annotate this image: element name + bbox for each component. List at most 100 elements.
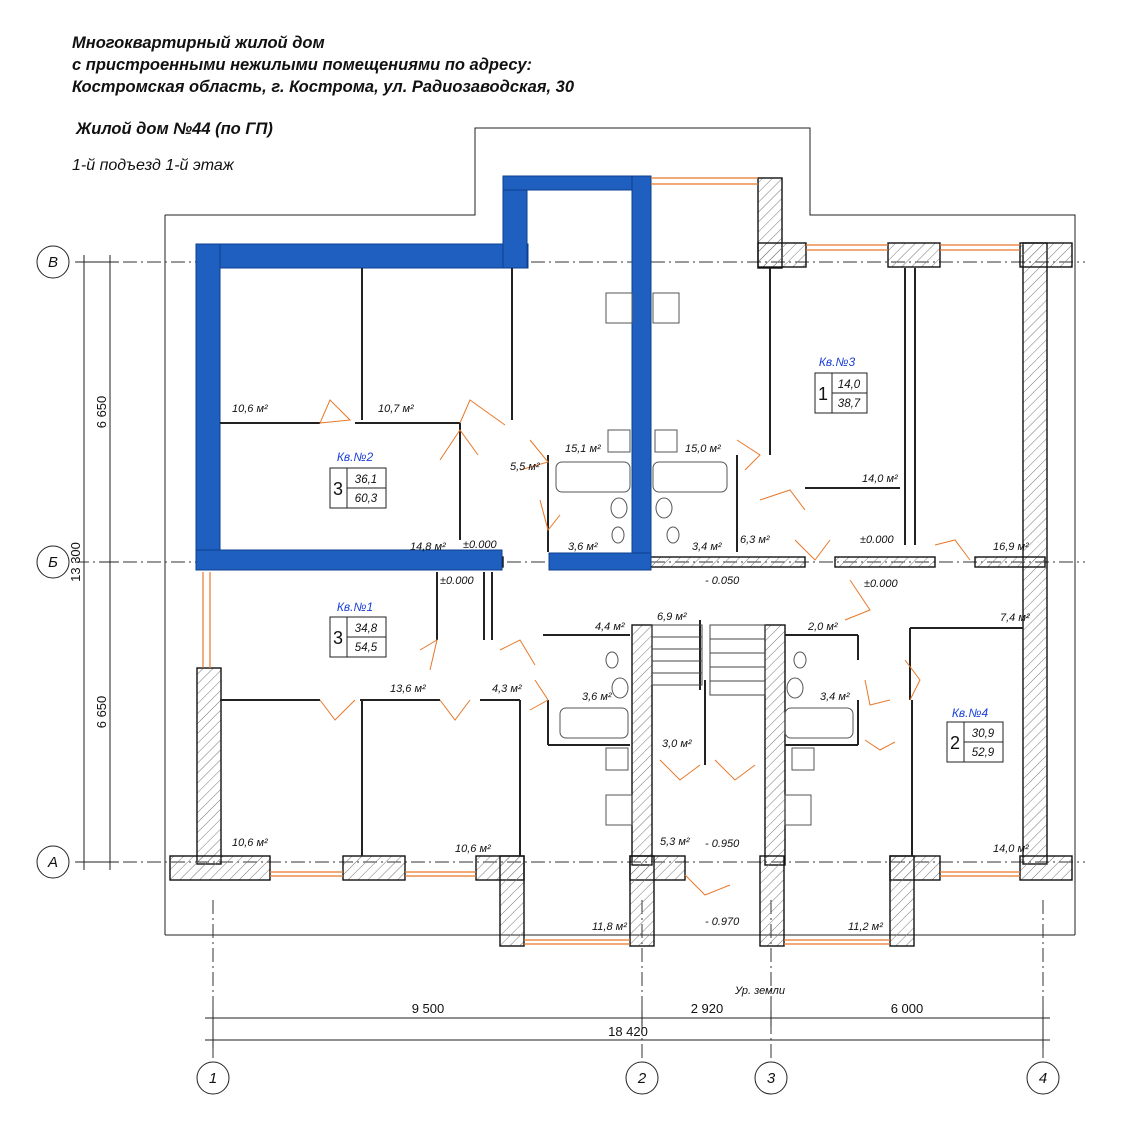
svg-text:60,3: 60,3 [355,493,378,505]
level-mark: - 0.950 [705,838,740,850]
axis-marker-3: 3 [754,1061,788,1095]
dimension-1-2: 9 500 [412,1001,445,1016]
wall-east [1022,242,1048,865]
level-mark: - 0.970 [705,916,740,928]
room-area: 6,3 м² [740,534,770,546]
wall-middle-east [974,556,1046,568]
svg-text:3: 3 [333,479,343,499]
room-area: 6,9 м² [657,611,687,623]
svg-text:1: 1 [209,1070,217,1087]
dimension-total: 18 420 [608,1024,648,1039]
highlighted-walls [195,175,652,571]
room-area: 7,4 м² [1000,612,1030,624]
axis-marker-v: В [36,245,70,279]
room-area: 5,3 м² [660,836,690,848]
room-area: 3,4 м² [820,691,850,703]
walls [169,177,1073,947]
staircase [651,624,766,696]
svg-text:14,0: 14,0 [838,379,861,391]
wall-balcony-east [889,855,915,947]
apartment-4: Кв.№4 2 30,9 52,9 [946,706,1004,763]
svg-text:Кв.№3: Кв.№3 [819,355,856,369]
svg-text:А: А [47,854,58,871]
dimension-left-lower: 6 650 [94,696,109,729]
svg-text:30,9: 30,9 [972,728,995,740]
svg-text:52,9: 52,9 [972,747,995,759]
level-mark: ±0.000 [463,539,497,551]
apartment-1: Кв.№1 3 34,8 54,5 [329,600,387,658]
pier-north-1 [887,242,941,268]
level-mark: ±0.000 [864,578,898,590]
svg-text:4: 4 [1039,1070,1047,1087]
apartment-2: Кв.№2 3 36,1 60,3 [329,450,387,509]
dimension-lines [76,255,1050,1048]
level-marks: ±0.000 ±0.000 ±0.000 ±0.000 - 0.050 - 0.… [440,534,898,997]
room-areas: 10,6 м² 10,7 м² 5,5 м² 15,1 м² 15,0 м² 1… [232,403,1030,933]
room-area: 4,4 м² [595,621,625,633]
floor-subtitle: 1-й подъезд 1-й этаж [72,157,234,174]
dimension-3-4: 6 000 [891,1001,924,1016]
pier-south-7 [1019,855,1073,881]
room-area: 10,6 м² [232,403,268,415]
axis-marker-1: 1 [196,1061,230,1095]
svg-text:В: В [48,254,58,271]
svg-text:1: 1 [818,384,828,404]
axis-markers: В Б А 1 2 3 4 [36,245,1060,1095]
room-area: 5,5 м² [510,461,540,473]
room-area: 14,0 м² [862,473,898,485]
svg-text:2: 2 [950,733,960,753]
dimension-left-total: 13 300 [68,542,83,582]
project-title-line-1: Многоквартирный жилой дом [72,34,325,52]
room-area: 11,8 м² [592,921,627,933]
room-area: 3,0 м² [662,738,692,750]
svg-text:Кв.№1: Кв.№1 [337,600,373,614]
project-title-line-2: с пристроенными нежилыми помещениями по … [72,56,533,74]
apartment-3: Кв.№3 1 14,0 38,7 [814,355,868,414]
svg-text:54,5: 54,5 [355,642,378,654]
room-area: 11,2 м² [848,921,883,933]
svg-text:36,1: 36,1 [355,474,377,486]
svg-text:Кв.№4: Кв.№4 [952,706,989,720]
wall-west-lower [196,667,222,865]
room-area: 14,8 м² [410,541,446,553]
axis-marker-2: 2 [625,1061,659,1095]
svg-text:34,8: 34,8 [355,623,378,635]
sanitary-fixtures [555,292,854,826]
extent-lines [164,127,1076,936]
ground-level-label: Ур. земли [734,985,785,997]
pier-north-2 [1019,242,1073,268]
room-area: 4,3 м² [492,683,522,695]
axis-marker-4: 4 [1026,1061,1060,1095]
svg-text:3: 3 [767,1070,776,1087]
axis-marker-a: А [36,845,70,879]
svg-text:Кв.№2: Кв.№2 [337,450,374,464]
level-mark: ±0.000 [440,575,474,587]
wall-middle-far [834,556,936,568]
axis-marker-b: Б [36,545,70,579]
pier-south-1 [169,855,271,881]
dimension-left-upper: 6 650 [94,396,109,429]
svg-text:2: 2 [637,1070,647,1087]
room-area: 10,6 м² [455,843,491,855]
room-area: 2,0 м² [807,621,838,633]
room-area: 3,6 м² [582,691,612,703]
room-area: 15,0 м² [685,443,721,455]
dimension-2-3: 2 920 [691,1001,724,1016]
room-area: 3,4 м² [692,541,722,553]
windows [202,177,1020,945]
room-area: 10,7 м² [378,403,414,415]
pier-south-2 [342,855,406,881]
room-area: 13,6 м² [390,683,426,695]
svg-text:3: 3 [333,628,343,648]
partitions [220,268,1023,856]
house-title: Жилой дом №44 (по ГП) [76,120,273,138]
level-mark: ±0.000 [860,534,894,546]
room-area: 15,1 м² [565,443,601,455]
room-area: 14,0 м² [993,843,1029,855]
door-swings [319,399,971,896]
pier-south-5 [759,855,785,947]
room-area: 16,9 м² [993,541,1029,553]
grid-axes [75,261,1085,1058]
wall-stair-east [764,624,786,866]
